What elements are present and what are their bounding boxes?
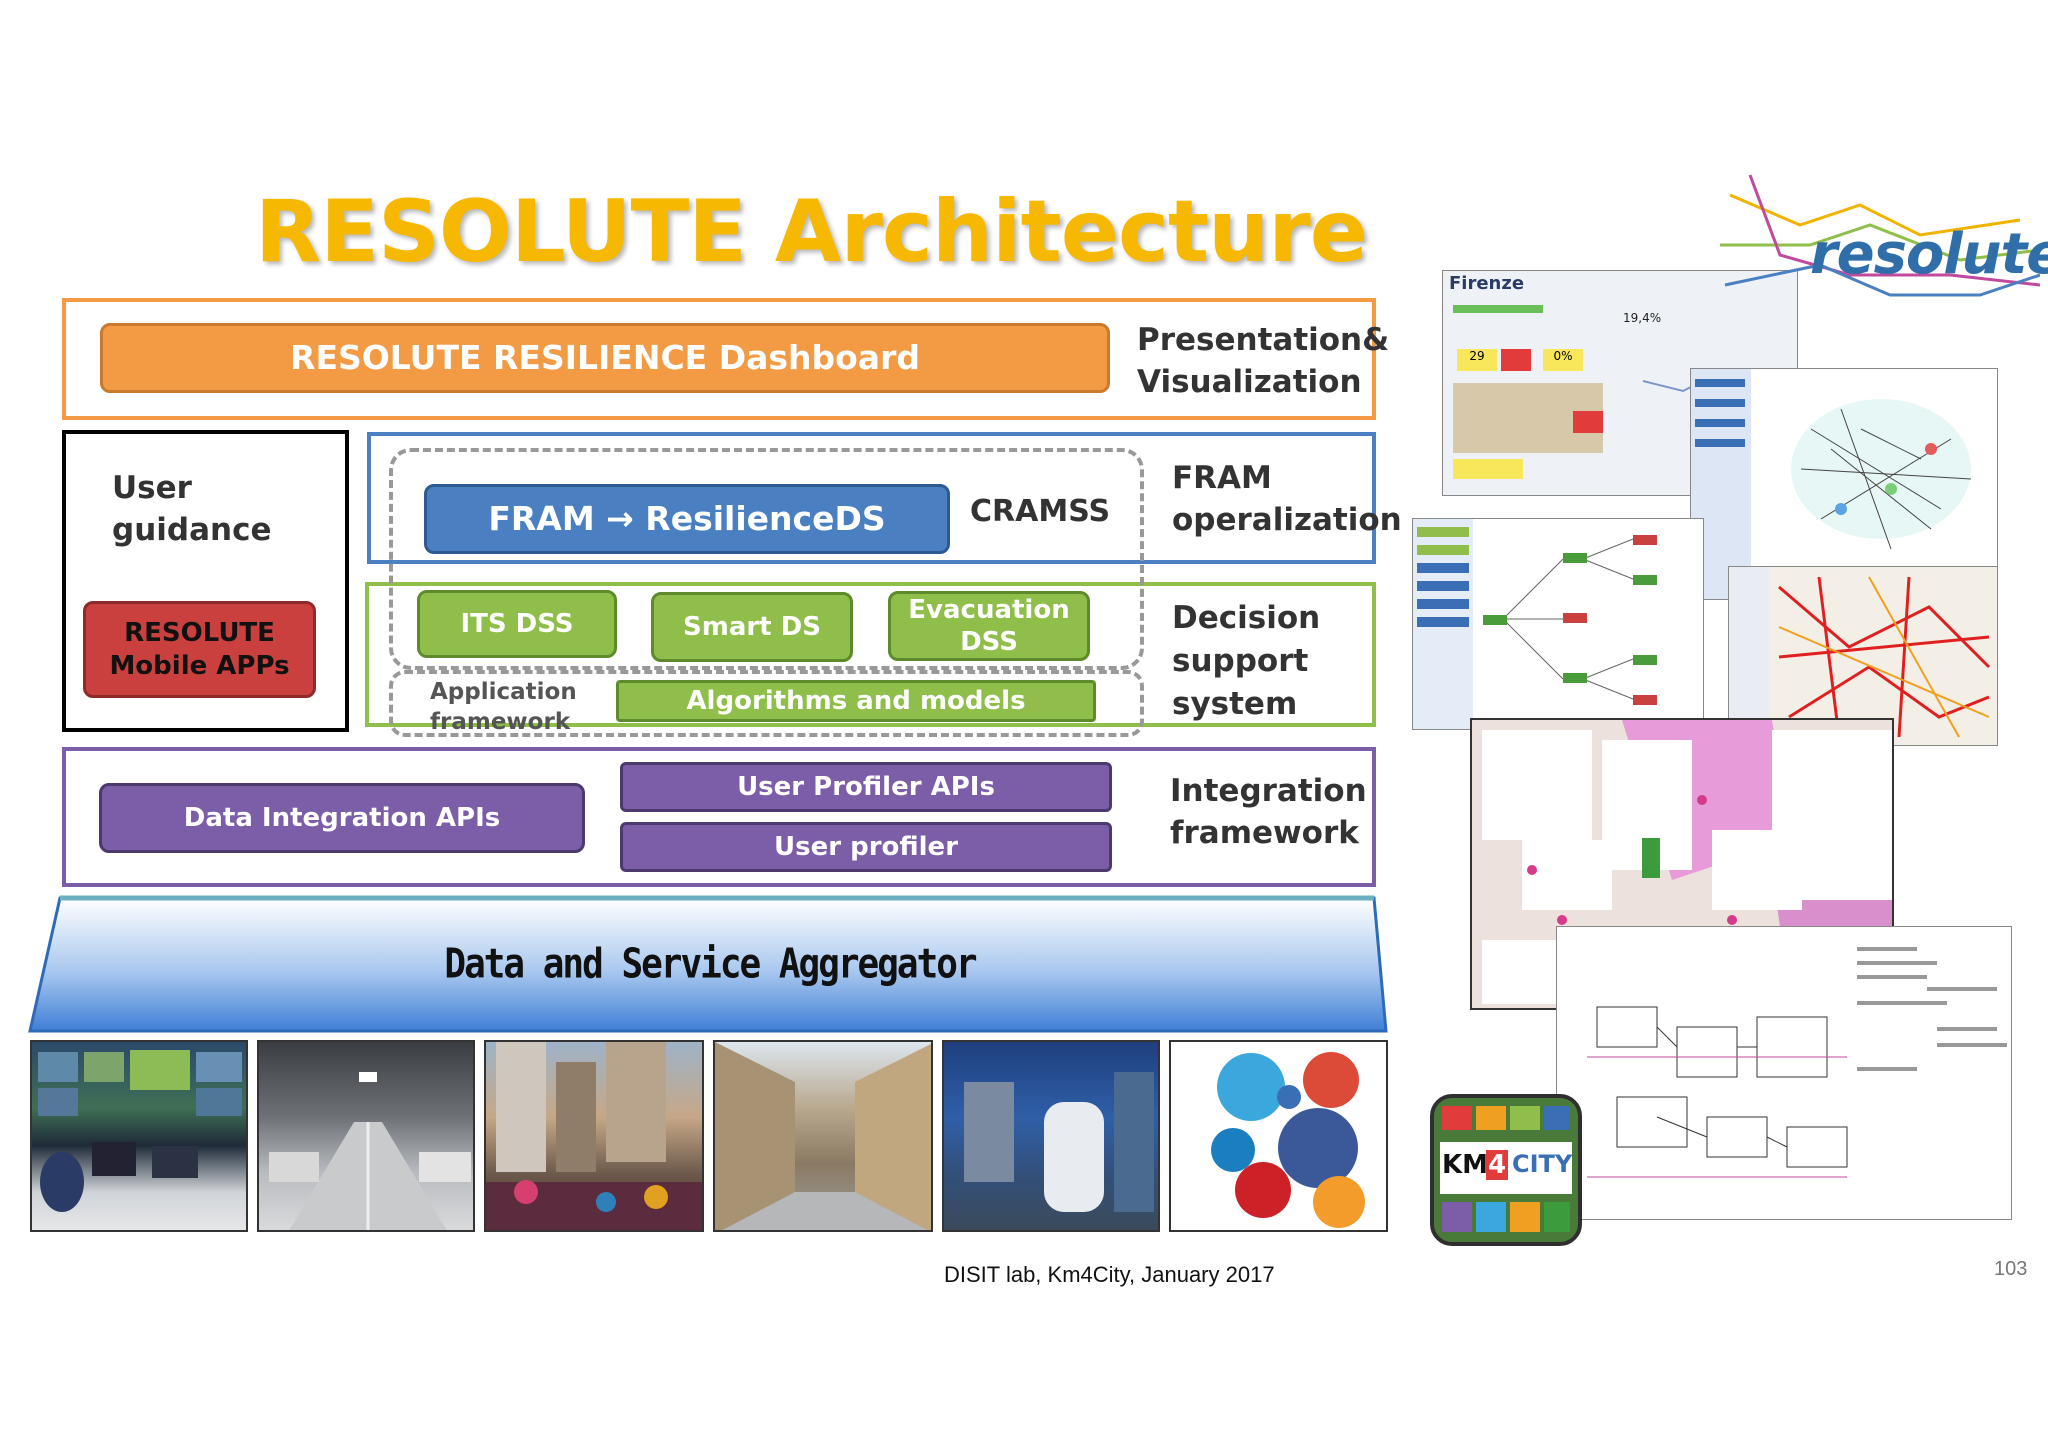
fram-box-label: FRAM → ResilienceDS: [488, 499, 886, 539]
decision-label: Decision support system: [1172, 597, 1320, 725]
page-number: 103: [1994, 1258, 2028, 1280]
network-graph-graphic: [1691, 369, 1972, 599]
application-framework-region: [389, 670, 1144, 737]
firenze-value-3: 0%: [1543, 349, 1583, 371]
social-media-image: [1169, 1040, 1388, 1232]
evacuation-dss-box: Evacuation DSS: [888, 591, 1090, 661]
decision-layer: [365, 582, 1376, 727]
decision-label-text: Decision support system: [1172, 600, 1321, 722]
fram-layer: [367, 432, 1376, 564]
resolute-logo-graphic: [1720, 174, 2040, 297]
city-street-image: [484, 1040, 704, 1232]
water-plant-graphic: [964, 1072, 1154, 1212]
its-dss-box: ITS DSS: [417, 590, 617, 658]
traffic-map-graphic: [1729, 567, 1991, 745]
user-guidance-label-text: User guidance: [112, 470, 272, 548]
florence-street-image: [713, 1040, 933, 1232]
cramss-region: [389, 448, 1144, 670]
data-integration-apis-box: Data Integration APIs: [99, 783, 585, 853]
slide-footer: DISIT lab, Km4City, January 2017: [944, 1262, 1275, 1287]
fram-box: FRAM → ResilienceDS: [424, 484, 950, 554]
evacuation-dss-label: Evacuation DSS: [908, 594, 1070, 658]
presentation-layer: [62, 298, 1376, 420]
social-media-graphic: [1211, 1052, 1365, 1228]
user-profiler-apis-box: User Profiler APIs: [620, 762, 1112, 812]
ontology-graphic: [1587, 947, 2007, 1178]
network-graph-shot: [1690, 368, 1998, 600]
integration-label: Integration framework: [1170, 771, 1367, 855]
firenze-dashboard-graphic: [1453, 305, 1794, 479]
integration-layer: [62, 747, 1376, 887]
control-room-graphic: [38, 1050, 242, 1212]
presentation-label-text: Presentation& Visualization: [1137, 322, 1390, 400]
presentation-label: Presentation& Visualization: [1137, 320, 1389, 404]
parking-garage-graphic: [269, 1072, 471, 1230]
cramss-label: CRAMSS: [970, 494, 1111, 529]
aggregator-shape: [28, 895, 1388, 1033]
dashboard-box: RESOLUTE RESILIENCE Dashboard: [100, 323, 1110, 393]
algorithms-box: Algorithms and models: [616, 680, 1096, 722]
user-guidance-label: User guidance: [112, 468, 271, 552]
user-guidance-frame: [62, 430, 349, 732]
decision-tree-shot: [1412, 518, 1704, 730]
smart-ds-box: Smart DS: [651, 592, 853, 662]
service-map-shot: [1470, 718, 1894, 1010]
integration-label-text: Integration framework: [1170, 773, 1367, 851]
firenze-value-1: 19,4%: [1623, 311, 1662, 325]
parking-garage-image: [257, 1040, 475, 1232]
traffic-map-shot: [1728, 566, 1998, 746]
service-map-graphic: [1472, 720, 1892, 1008]
water-plant-image: [942, 1040, 1160, 1232]
florence-street-graphic: [715, 1042, 931, 1230]
slide-title: RESOLUTE Architecture: [255, 182, 1368, 282]
fram-label-text: FRAM operalization: [1172, 460, 1402, 538]
application-framework-label: Application framework: [430, 678, 577, 738]
resolute-logo-text: resolute: [1810, 222, 2048, 287]
fram-label: FRAM operalization: [1172, 458, 1402, 542]
application-framework-text: Application framework: [430, 679, 577, 735]
user-profiler-box: User profiler: [620, 822, 1112, 872]
ontology-shot: [1556, 926, 2012, 1220]
aggregator-label: Data and Service Aggregator: [444, 940, 977, 989]
km4city-km: KM: [1442, 1150, 1489, 1180]
mobile-apps-label: RESOLUTE Mobile APPs: [109, 618, 290, 681]
km4city-logo: KM 4 CITY: [1430, 1094, 1582, 1246]
decision-tree-graphic: [1413, 519, 1657, 729]
firenze-value-2: 29: [1457, 349, 1497, 371]
city-street-graphic: [486, 1042, 702, 1230]
mobile-apps-box: RESOLUTE Mobile APPs: [83, 601, 316, 698]
control-room-image: [30, 1040, 248, 1232]
firenze-title: Firenze: [1449, 273, 1525, 294]
km4city-4: 4: [1486, 1150, 1508, 1180]
km4city-city: CITY: [1512, 1150, 1573, 1178]
